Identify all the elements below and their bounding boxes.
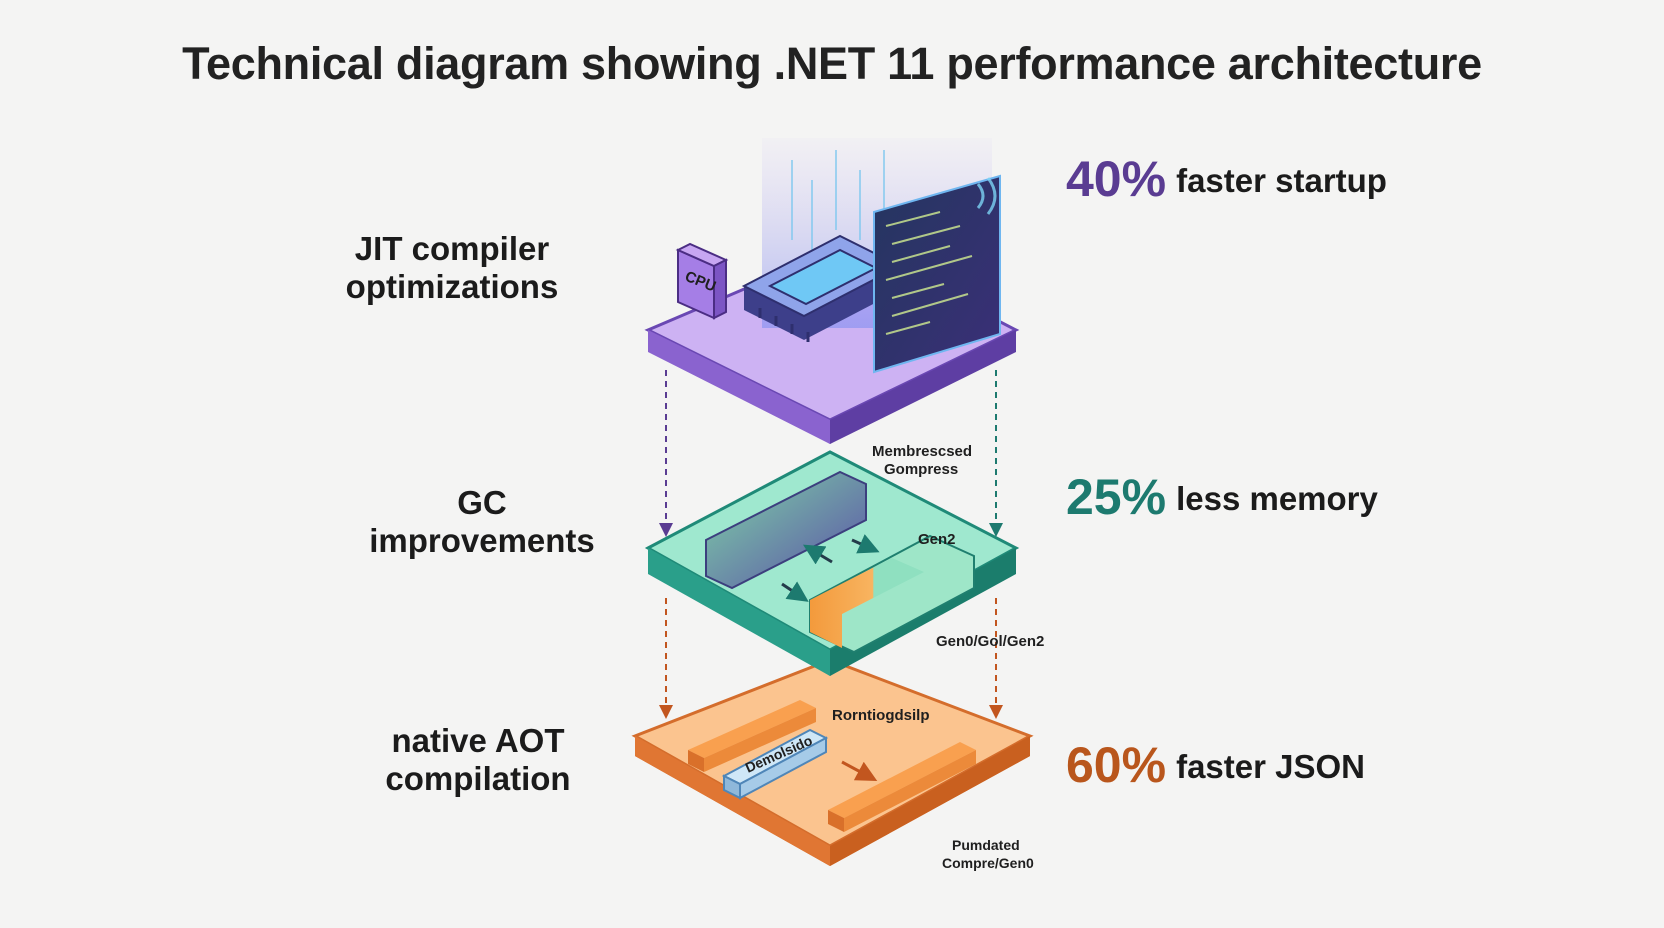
aot-bottom-annotation-1: Pumdated: [952, 837, 1020, 853]
gc-top-annotation-2: Gompress: [884, 461, 958, 478]
gc-bottom-annotation: Gen0/Gol/Gen2: [936, 633, 1044, 650]
diagram-title: Technical diagram showing .NET 11 perfor…: [182, 38, 1482, 89]
cpu-chip: [741, 234, 903, 342]
jit-layer-label: JIT compiler optimizations: [292, 230, 612, 306]
gc-stat: 25%less memory: [1066, 468, 1378, 526]
jit-label-line1: JIT compiler: [354, 230, 550, 267]
aot-bottom-annotation-2: Compre/Gen0: [942, 855, 1034, 871]
gc-label-line1: GC: [457, 484, 507, 521]
gc-stat-value: 25%: [1066, 469, 1167, 525]
aot-label-line1: native AOT: [391, 722, 565, 759]
aot-layer-label: native AOT compilation: [318, 722, 638, 798]
aot-label-line2: compilation: [385, 760, 571, 797]
gc-stat-text: less memory: [1176, 480, 1378, 517]
aot-stat-value: 60%: [1066, 737, 1167, 793]
aot-bar-right: [828, 742, 976, 832]
cpu-box: CPU: [675, 242, 729, 320]
code-panel: [873, 174, 1001, 374]
jit-label-line2: optimizations: [345, 268, 559, 305]
aot-bar-left: [688, 700, 816, 772]
gc-label-line2: improvements: [369, 522, 595, 559]
aot-layer: Demolsido Rorntiogdsilp Pumdated Compre/…: [631, 658, 1034, 871]
jit-stat-value: 40%: [1066, 151, 1167, 207]
aot-top-annotation: Rorntiogdsilp: [832, 707, 930, 724]
aot-stat-text: faster JSON: [1176, 748, 1365, 785]
gc-gen2-label: Gen2: [918, 531, 956, 548]
jit-layer: CPU: [644, 138, 1020, 444]
gc-layer: Gen2 Membrescsed Gompress Gen0/Gol/Gen2: [644, 443, 1044, 676]
aot-stat: 60%faster JSON: [1066, 736, 1365, 794]
gc-top-annotation-1: Membrescsed: [872, 443, 972, 460]
gc-layer-label: GC improvements: [322, 484, 642, 560]
gc-heap-block: [705, 470, 867, 590]
jit-stat: 40%faster startup: [1066, 150, 1387, 208]
gc-gen2-block: [809, 534, 975, 654]
jit-stat-text: faster startup: [1176, 162, 1387, 199]
